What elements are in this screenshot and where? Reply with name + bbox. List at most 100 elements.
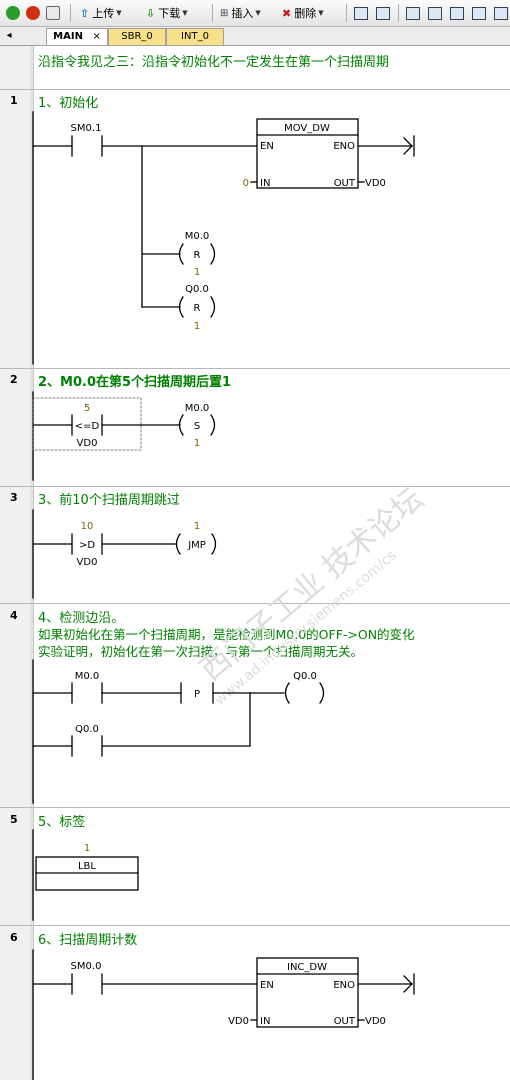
box-in: IN: [260, 1016, 270, 1027]
mov-dw-box[interactable]: [256, 118, 359, 189]
box-en: EN: [260, 980, 274, 991]
set-coil[interactable]: [178, 414, 184, 436]
dropdown-icon: ▼: [318, 9, 324, 17]
insert-button[interactable]: ⊞ 插入▼: [220, 4, 261, 22]
coil-count: 1: [194, 438, 200, 449]
network-2-rung: [32, 397, 216, 451]
compare-top: 10: [81, 521, 94, 532]
output-coil[interactable]: [284, 682, 290, 704]
window-icon: [494, 6, 508, 20]
coil-type: R: [194, 303, 201, 314]
network-title: 1、初始化: [38, 96, 99, 111]
tab-label: MAIN: [53, 31, 83, 42]
network-title: 6、扫描周期计数: [38, 933, 138, 948]
check-button[interactable]: [46, 4, 60, 22]
delete-button[interactable]: ✖ 删除▼: [282, 4, 324, 22]
toolbar: ⇧ 上传▼ ⇩ 下载▼ ⊞ 插入▼ ✖ 删除▼: [0, 0, 510, 27]
coil-address: Q0.0: [185, 284, 209, 295]
download-button[interactable]: ⇩ 下载▼: [146, 4, 188, 22]
selection-box: [32, 397, 142, 451]
window-icon: [406, 6, 420, 20]
symbol-button[interactable]: [376, 4, 390, 22]
label-value: 1: [84, 843, 90, 854]
box-en: EN: [260, 141, 274, 152]
upload-button[interactable]: ⇧ 上传▼: [80, 4, 122, 22]
box-eno: ENO: [333, 141, 355, 152]
network-number: 5: [10, 813, 18, 826]
inc-dw-box[interactable]: [256, 957, 359, 1028]
box-in: IN: [260, 178, 270, 189]
tab-main[interactable]: MAIN ×: [46, 28, 108, 45]
tab-int-0[interactable]: INT_0: [166, 28, 224, 45]
coil-type: R: [194, 250, 201, 261]
network-separator: [0, 368, 510, 369]
window-close-icon: [472, 6, 486, 20]
line-gutter: [0, 46, 30, 1080]
jmp-value: 1: [194, 521, 200, 532]
network-4-rung: [32, 682, 325, 757]
network-number: 2: [10, 373, 18, 386]
network-icon: [354, 6, 368, 20]
symbol-icon: [376, 6, 390, 20]
insert-label: 插入: [231, 7, 254, 20]
box-out-value: VD0: [365, 1016, 386, 1027]
network-5-rung: [35, 856, 139, 891]
box-in-value: 0: [243, 178, 249, 189]
stop-button[interactable]: [26, 4, 40, 22]
coil-address: M0.0: [185, 403, 210, 414]
compare-bottom: VD0: [77, 557, 98, 568]
coil-count: 1: [194, 321, 200, 332]
dropdown-icon: ▼: [182, 9, 188, 17]
reset-coil[interactable]: [178, 243, 184, 265]
network-separator: [0, 603, 510, 604]
jmp-coil[interactable]: [175, 533, 181, 555]
toolbar-separator: [70, 4, 71, 22]
tab-scroll-left-icon[interactable]: ◂: [6, 30, 12, 41]
window-arrow-icon: [428, 6, 442, 20]
tab-sbr-0[interactable]: SBR_0: [108, 28, 166, 45]
toolbar-separator: [398, 4, 399, 22]
network-button[interactable]: [354, 4, 368, 22]
network-1-rung: [32, 118, 415, 318]
toolbar-button-3[interactable]: [450, 4, 464, 22]
tab-label: SBR_0: [121, 31, 153, 42]
network-title: 3、前10个扫描周期跳过: [38, 493, 180, 508]
delete-label: 删除: [294, 7, 317, 20]
box-name: INC_DW: [287, 962, 327, 973]
network-3-rung: [32, 533, 217, 555]
contact-address: SM0.0: [71, 961, 102, 972]
stop-icon: [26, 6, 40, 20]
program-comment: 沿指令我见之三：沿指令初始化不一定发生在第一个扫描周期: [38, 55, 390, 70]
download-label: 下载: [158, 7, 181, 20]
download-arrow-icon: ⇩: [146, 6, 156, 20]
run-button[interactable]: [6, 4, 20, 22]
box-eno: ENO: [333, 980, 355, 991]
tab-close-icon[interactable]: ×: [92, 31, 101, 42]
box-name: MOV_DW: [284, 123, 330, 134]
coil-count: 1: [194, 267, 200, 278]
network-comment-line: 如果初始化在第一个扫描周期，是能检测到M0.0的OFF->ON的变化: [38, 627, 415, 642]
dropdown-icon: ▼: [116, 9, 122, 17]
box-in-value: VD0: [228, 1016, 249, 1027]
coil-address: Q0.0: [293, 671, 317, 682]
toolbar-button-5[interactable]: [494, 4, 508, 22]
coil-type: S: [194, 421, 200, 432]
network-number: 1: [10, 94, 18, 107]
network-separator: [0, 807, 510, 808]
contact-address: M0.0: [75, 671, 100, 682]
network-number: 6: [10, 931, 18, 944]
toolbar-separator: [346, 4, 347, 22]
toolbar-button-1[interactable]: [406, 4, 420, 22]
window-arrow-icon: [450, 6, 464, 20]
toolbar-button-4[interactable]: [472, 4, 486, 22]
reset-coil[interactable]: [178, 296, 184, 318]
label-name: LBL: [78, 861, 96, 872]
toolbar-button-2[interactable]: [428, 4, 442, 22]
contact-address: Q0.0: [75, 724, 99, 735]
compare-bottom: VD0: [77, 438, 98, 449]
network-separator: [0, 925, 510, 926]
network-6-rung: [32, 957, 415, 1028]
network-comment-line: 实验证明，初始化在第一次扫描，与第一个扫描周期无关。: [38, 644, 364, 659]
edge-label: P: [194, 689, 200, 700]
